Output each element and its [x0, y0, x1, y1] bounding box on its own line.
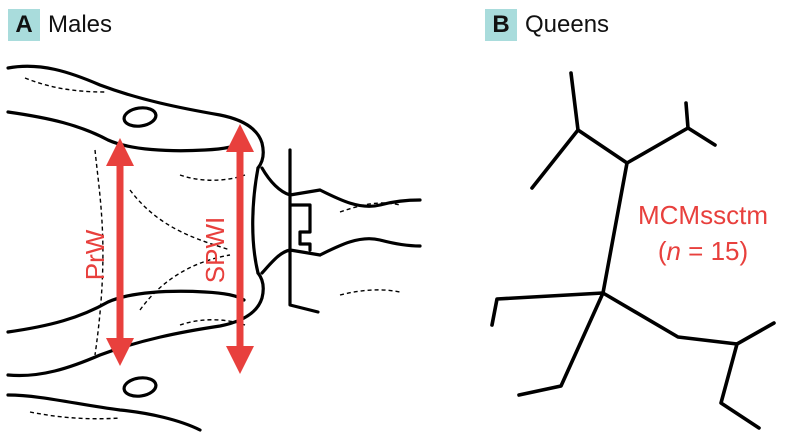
tree-branch-a	[603, 163, 627, 293]
dashed-suture-1	[25, 78, 105, 92]
tree-branch-h	[603, 293, 774, 344]
lower-spiracle	[123, 376, 157, 398]
tree-branch-i	[721, 344, 759, 428]
upper-spiracle	[123, 106, 157, 128]
sample-size-open: (	[658, 236, 667, 266]
dashed-suture-8	[340, 290, 400, 295]
propodeum-outline	[253, 168, 258, 273]
lower-upper-outline	[8, 291, 244, 332]
clade-name-label: MCMssctm	[638, 200, 768, 230]
bottom-tail-outline	[8, 395, 200, 430]
tree-branch-g	[519, 293, 603, 395]
tree-branch-c	[532, 130, 578, 188]
dashed-suture-5	[180, 175, 245, 180]
sample-size-rest: = 15)	[681, 236, 748, 266]
tree-branch-b	[571, 73, 627, 163]
tree-branch-e	[688, 128, 715, 145]
upper-lower-outline	[8, 112, 244, 151]
prw-label: PrW	[80, 229, 110, 280]
dashed-suture-9	[30, 412, 120, 419]
sample-size-var: n	[666, 236, 680, 266]
tree-branch-f	[492, 293, 603, 325]
sample-size-label: (n = 15)	[658, 236, 748, 266]
spwl-label: SPWI	[200, 217, 230, 283]
petiole-outline	[262, 150, 420, 312]
tree-branch-d	[627, 103, 688, 163]
